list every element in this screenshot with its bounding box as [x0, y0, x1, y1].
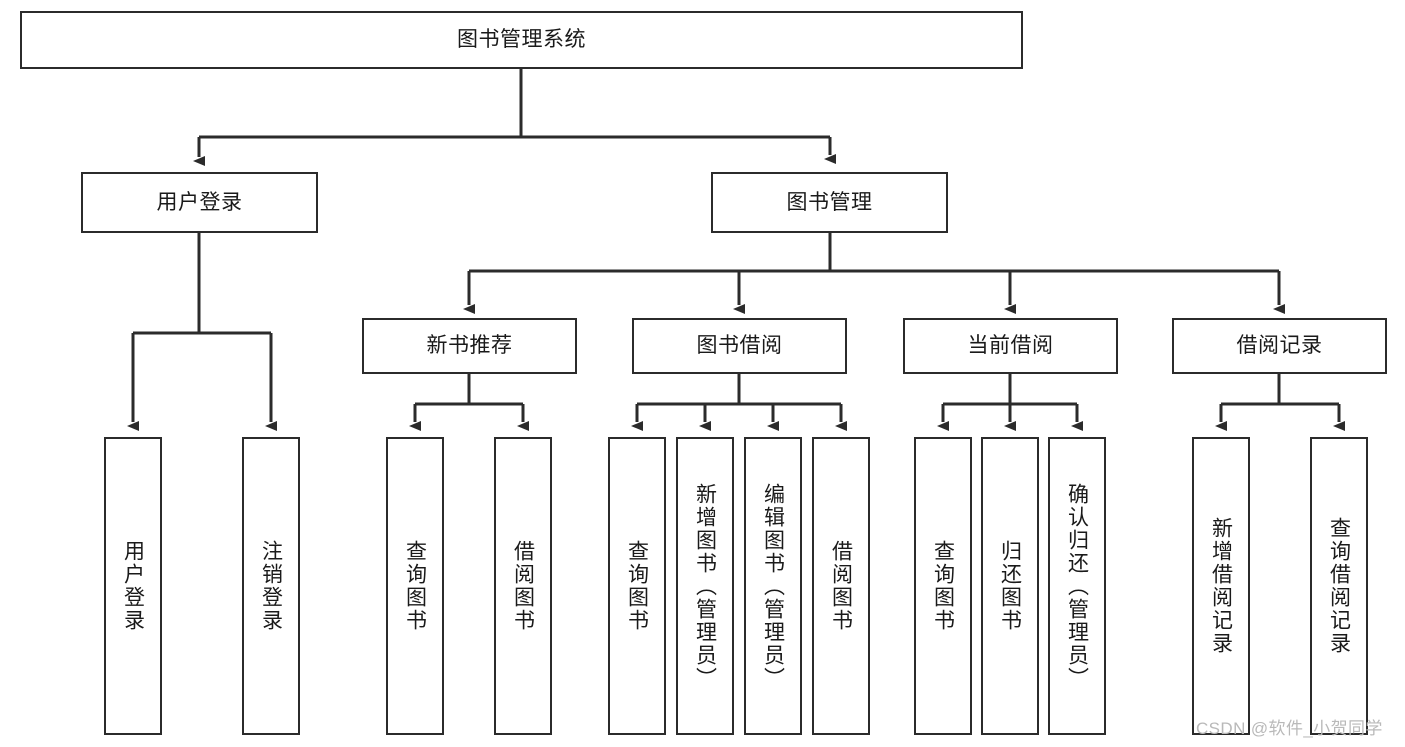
- node-borrow-record-label: 借阅记录: [1236, 334, 1323, 358]
- node-book-management-label: 图书管理: [786, 190, 873, 214]
- node-leaf-logout-label: 注销登录: [259, 540, 283, 632]
- node-book-borrow[interactable]: 图书借阅: [632, 318, 847, 374]
- node-leaf-query-record[interactable]: 查询借阅记录: [1310, 437, 1368, 735]
- node-user-login[interactable]: 用户登录: [81, 172, 318, 233]
- node-leaf-borrow-book-1-label: 借阅图书: [511, 540, 535, 632]
- node-borrow-record[interactable]: 借阅记录: [1172, 318, 1387, 374]
- node-leaf-add-record[interactable]: 新增借阅记录: [1192, 437, 1250, 735]
- node-leaf-query-book-2-label: 查询图书: [625, 540, 649, 632]
- node-leaf-user-login-label: 用户登录: [121, 540, 145, 632]
- node-leaf-confirm-return[interactable]: 确认归还（管理员）: [1048, 437, 1106, 735]
- node-leaf-query-book-1[interactable]: 查询图书: [386, 437, 444, 735]
- node-leaf-edit-book-label: 编辑图书（管理员）: [761, 482, 785, 690]
- node-leaf-query-record-label: 查询借阅记录: [1327, 517, 1351, 655]
- node-new-book-recommend[interactable]: 新书推荐: [362, 318, 577, 374]
- csdn-watermark: CSDN @软件_小贺同学: [1196, 719, 1383, 738]
- node-book-management[interactable]: 图书管理: [711, 172, 948, 233]
- node-leaf-user-login[interactable]: 用户登录: [104, 437, 162, 735]
- node-leaf-borrow-book-1[interactable]: 借阅图书: [494, 437, 552, 735]
- node-leaf-return-book-label: 归还图书: [998, 540, 1022, 632]
- node-leaf-confirm-return-label: 确认归还（管理员）: [1065, 482, 1089, 690]
- node-leaf-query-book-2[interactable]: 查询图书: [608, 437, 666, 735]
- node-leaf-edit-book[interactable]: 编辑图书（管理员）: [744, 437, 802, 735]
- node-current-borrow-label: 当前借阅: [967, 334, 1054, 358]
- node-leaf-query-book-1-label: 查询图书: [403, 540, 427, 632]
- node-root[interactable]: 图书管理系统: [20, 11, 1023, 69]
- node-leaf-return-book[interactable]: 归还图书: [981, 437, 1039, 735]
- node-leaf-query-book-3[interactable]: 查询图书: [914, 437, 972, 735]
- node-leaf-add-book-label: 新增图书（管理员）: [693, 482, 717, 690]
- node-book-borrow-label: 图书借阅: [696, 334, 783, 358]
- node-root-label: 图书管理系统: [457, 28, 586, 52]
- node-user-login-label: 用户登录: [156, 190, 243, 214]
- node-leaf-add-record-label: 新增借阅记录: [1209, 517, 1233, 655]
- node-leaf-borrow-book-2[interactable]: 借阅图书: [812, 437, 870, 735]
- node-new-book-recommend-label: 新书推荐: [426, 334, 513, 358]
- node-current-borrow[interactable]: 当前借阅: [903, 318, 1118, 374]
- node-leaf-query-book-3-label: 查询图书: [931, 540, 955, 632]
- node-leaf-add-book[interactable]: 新增图书（管理员）: [676, 437, 734, 735]
- node-leaf-logout[interactable]: 注销登录: [242, 437, 300, 735]
- node-leaf-borrow-book-2-label: 借阅图书: [829, 540, 853, 632]
